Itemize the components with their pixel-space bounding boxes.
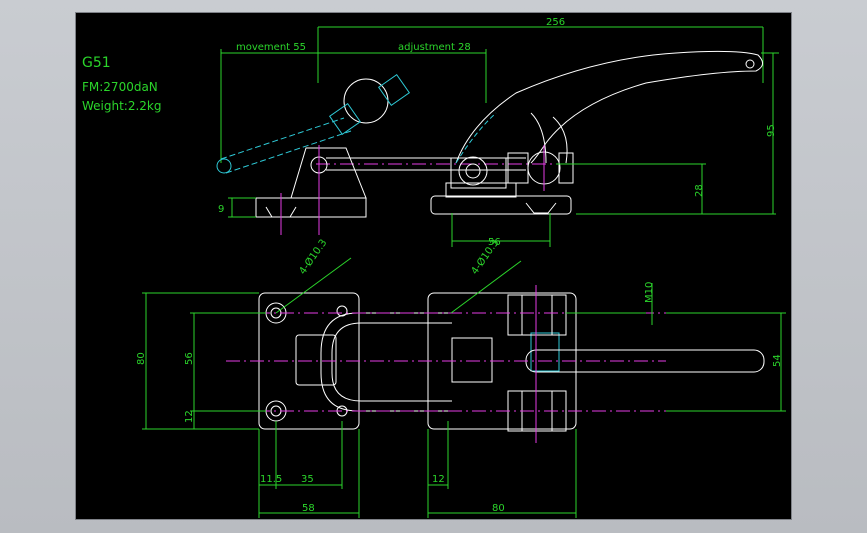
dim-text-hole-left: 4-Ø10.3 bbox=[297, 237, 330, 277]
technical-drawing: 256 movement 55 adjustment 28 bbox=[136, 17, 786, 518]
phantom-lever-end bbox=[216, 158, 232, 174]
right-base-riser bbox=[445, 182, 517, 198]
mount-hole-inner bbox=[336, 305, 348, 317]
top-nut-stack bbox=[507, 294, 567, 336]
dim-text-m10: M10 bbox=[644, 282, 655, 303]
u-bolt-outer bbox=[320, 312, 452, 412]
model-label: G51 bbox=[82, 55, 111, 71]
cad-drawing-canvas: G51 FM:2700daN Weight:2.2kg 256 movement… bbox=[75, 12, 792, 520]
dim-text-12-bottom: 12 bbox=[432, 474, 445, 485]
dim-text-movement: movement 55 bbox=[236, 42, 306, 53]
phantom-nut bbox=[328, 102, 362, 136]
hidden-bolt-block bbox=[530, 332, 560, 372]
lever-hidden-line bbox=[455, 112, 497, 164]
dim-text-9: 9 bbox=[218, 204, 224, 215]
dim-text-12-left: 12 bbox=[184, 410, 195, 423]
dim-text-54: 54 bbox=[772, 354, 783, 367]
left-bracket bbox=[290, 147, 367, 199]
hole-leader-left bbox=[275, 257, 352, 314]
dim-text-56: 56 bbox=[488, 237, 501, 248]
pivot-housing bbox=[451, 337, 493, 383]
phantom-nut bbox=[377, 73, 411, 107]
dim-text-11-5: 11.5 bbox=[260, 474, 282, 485]
nut-hex bbox=[558, 152, 574, 184]
phantom-lever-top bbox=[220, 117, 345, 160]
base-countersink bbox=[525, 202, 557, 214]
right-base-plate bbox=[430, 195, 572, 215]
dim-text-adjustment: adjustment 28 bbox=[398, 42, 471, 53]
plan-view: 4-Ø10.3 4-Ø10.3 M10 80 56 12 bbox=[136, 237, 786, 518]
hole-leader-right bbox=[450, 260, 522, 314]
dim-text-28: 28 bbox=[694, 184, 705, 197]
force-label: FM:2700daN bbox=[82, 80, 158, 94]
lever-handle-inner bbox=[530, 112, 547, 164]
dim-text-35: 35 bbox=[301, 474, 314, 485]
left-base-plate bbox=[255, 197, 367, 218]
center-block bbox=[295, 334, 337, 386]
dim-text-80-bottom: 80 bbox=[492, 503, 505, 514]
lever-handle-inner bbox=[552, 116, 568, 164]
dim-text-56-left: 56 bbox=[184, 352, 195, 365]
dim-text-256: 256 bbox=[546, 17, 565, 28]
dim-text-95: 95 bbox=[766, 124, 777, 137]
pivot-circle bbox=[458, 156, 488, 186]
dim-text-80-left: 80 bbox=[136, 352, 147, 365]
handle-end-circle bbox=[745, 59, 755, 69]
u-bolt-inner bbox=[331, 322, 452, 402]
lever-handle-outline bbox=[455, 50, 763, 164]
side-view: 256 movement 55 adjustment 28 bbox=[216, 17, 779, 248]
dim-text-hole-right: 4-Ø10.3 bbox=[469, 237, 502, 277]
dim-text-58: 58 bbox=[302, 503, 315, 514]
pivot-inner-circle bbox=[465, 163, 481, 179]
weight-label: Weight:2.2kg bbox=[82, 99, 162, 113]
phantom-lever-bottom bbox=[225, 130, 352, 174]
pivot-block bbox=[450, 157, 507, 189]
